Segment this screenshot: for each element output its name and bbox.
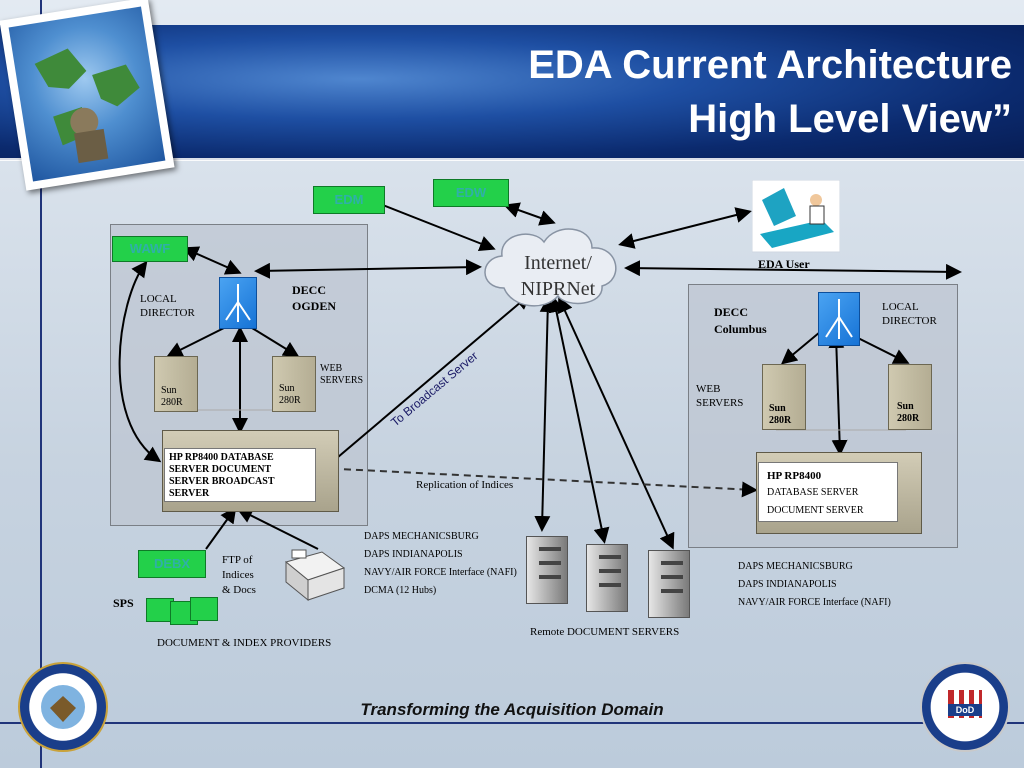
globe-soldiers-photo	[0, 0, 175, 191]
debx-box: DEBX	[138, 550, 206, 578]
wawf-box: WAWF	[112, 236, 188, 262]
cloud-label: Internet/ NIPRNet	[520, 252, 596, 300]
title-line-2: High Level View”	[688, 97, 1012, 141]
eda-user-label: EDA User	[758, 257, 810, 271]
dod-ebusiness-seal: DoD	[920, 662, 1010, 752]
title-line-1: EDA Current Architecture	[528, 43, 1012, 87]
columbus-local-director-router	[818, 292, 860, 346]
columbus-db-label: HP RP8400 DATABASE SERVER DOCUMENT SERVE…	[767, 470, 864, 516]
replication-label: Replication of Indices	[416, 479, 514, 491]
bottom-rule	[0, 722, 1024, 724]
footer-tagline: Transforming the Acquisition Domain	[360, 700, 664, 719]
sps-label: SPS	[113, 596, 134, 610]
remote-servers-label: Remote DOCUMENT SERVERS	[530, 626, 680, 638]
title-banner	[0, 25, 1024, 160]
remote-server-3-icon	[648, 550, 690, 618]
ogden-local-director-router	[219, 277, 257, 329]
printer-icon	[284, 549, 346, 602]
remote-server-1-icon	[526, 536, 568, 604]
edm-box: EDM	[313, 186, 385, 214]
svg-text:DoD: DoD	[956, 705, 975, 715]
remote-server-2-icon	[586, 544, 628, 612]
providers-label: DOCUMENT & INDEX PROVIDERS	[157, 637, 332, 649]
page-title: EDA Current Architecture High Level View…	[392, 38, 1012, 146]
department-of-defense-seal	[18, 662, 108, 752]
banner-divider	[0, 158, 1024, 161]
ogden-db-label-box	[164, 448, 316, 502]
edw-box: EDW	[433, 179, 509, 207]
sps-doc-3	[190, 597, 218, 621]
internet-cloud-icon	[484, 228, 617, 307]
columbus-db-label-box	[758, 462, 898, 522]
left-rule	[40, 0, 42, 768]
eda-user-workstation-icon	[752, 180, 840, 253]
